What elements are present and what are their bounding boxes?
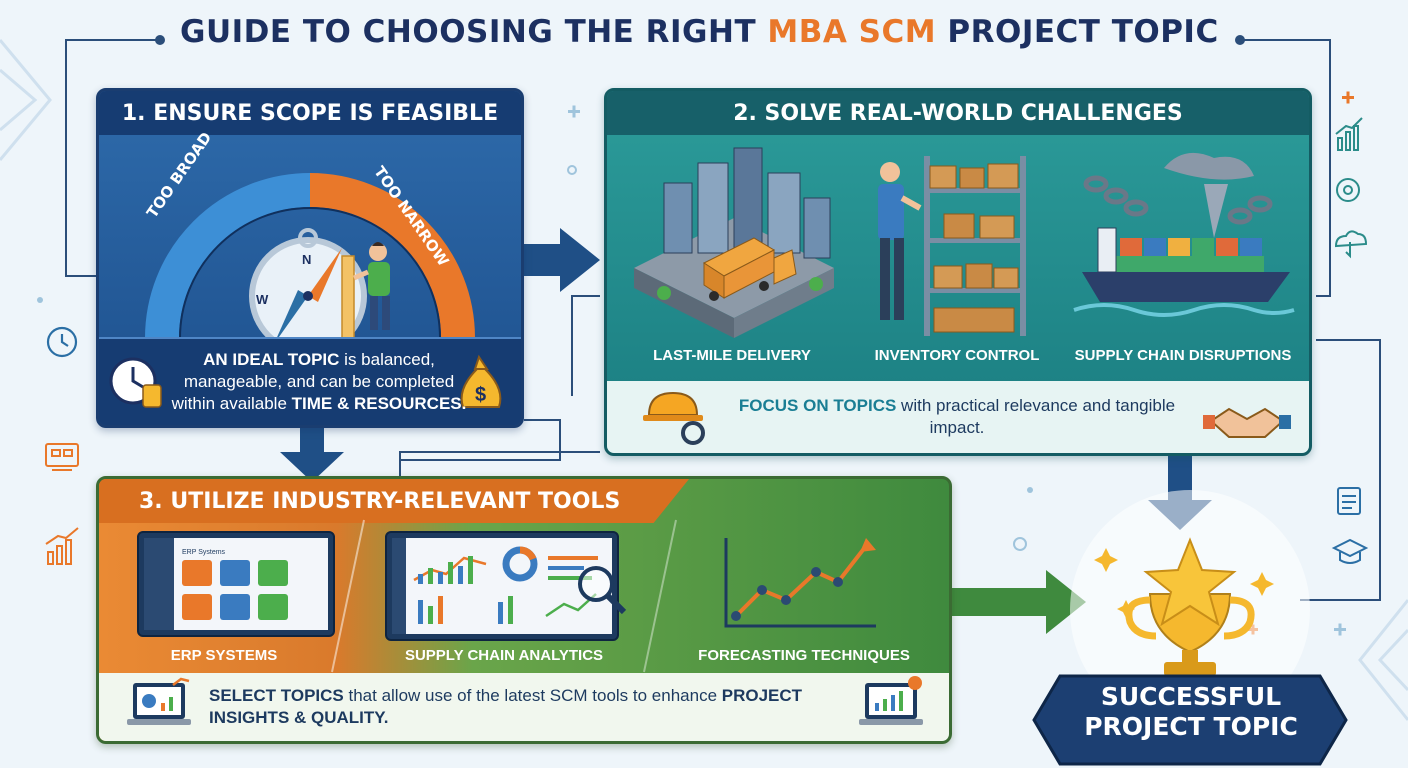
tool-label-analytics: SUPPLY CHAIN ANALYTICS bbox=[404, 647, 604, 664]
handshake-icon bbox=[1203, 407, 1291, 438]
desc-end: TIME & RESOURCES. bbox=[291, 394, 467, 413]
money-bag-icon: $ bbox=[460, 354, 502, 408]
decor-sparkles bbox=[37, 105, 1346, 636]
footer-icons bbox=[127, 676, 923, 725]
arrow-right-icon bbox=[952, 570, 1086, 634]
panel-scope: 1. ENSURE SCOPE IS FEASIBLE N W bbox=[96, 88, 524, 428]
tool-label-erp: ERP SYSTEMS bbox=[170, 647, 278, 664]
badge-line2: PROJECT TOPIC bbox=[1084, 712, 1298, 741]
desc-bold1: SELECT TOPICS bbox=[209, 686, 344, 705]
success-badge: SUCCESSFUL PROJECT TOPIC bbox=[1052, 682, 1330, 742]
hardhat-gear-icon bbox=[643, 391, 705, 445]
title-prefix: GUIDE TO CHOOSING THE RIGHT bbox=[180, 14, 768, 50]
gear-icon bbox=[1336, 178, 1360, 202]
desc-bold: FOCUS ON TOPICS bbox=[738, 396, 897, 415]
growth-chart-icon bbox=[1335, 117, 1363, 151]
panel-tools-heading: 3. UTILIZE INDUSTRY-RELEVANT TOOLS bbox=[99, 479, 689, 523]
arrow-down-icon bbox=[1148, 456, 1212, 530]
connector-dot bbox=[155, 35, 165, 45]
panel-scope-footer: $ AN IDEAL TOPIC is balanced, manageable… bbox=[99, 337, 521, 425]
gauge-arc-narrow bbox=[309, 173, 475, 339]
compass-w-label: W bbox=[256, 292, 269, 307]
badge-line1: SUCCESSFUL bbox=[1100, 682, 1282, 711]
panel-challenges-heading: 2. SOLVE REAL-WORLD CHALLENGES bbox=[607, 91, 1309, 135]
challenges-illustrations bbox=[634, 147, 1295, 338]
money-symbol: $ bbox=[475, 384, 486, 406]
panel-scope-description: AN IDEAL TOPIC is balanced, manageable, … bbox=[169, 349, 469, 415]
tools-illustrations: ERP Systems bbox=[137, 519, 876, 673]
panel-challenges: 2. SOLVE REAL-WORLD CHALLENGES bbox=[604, 88, 1312, 456]
arrow-right-icon bbox=[524, 228, 600, 292]
decor-chevrons bbox=[0, 39, 1408, 721]
disruption-ship-icon bbox=[1073, 152, 1295, 317]
panel-scope-heading: 1. ENSURE SCOPE IS FEASIBLE bbox=[99, 91, 521, 135]
footer-icons bbox=[643, 391, 1291, 445]
title-accent: MBA SCM bbox=[767, 14, 937, 50]
monitor-icon bbox=[45, 443, 79, 471]
panel-challenges-description: FOCUS ON TOPICS with practical relevance… bbox=[737, 395, 1177, 439]
stopwatch-icon bbox=[109, 357, 162, 408]
challenge-label-delivery: LAST-MILE DELIVERY bbox=[653, 347, 811, 364]
analytics-dashboard-icon bbox=[385, 531, 627, 641]
warehouse-shelf-icon bbox=[878, 156, 1026, 336]
bar-chart-icon bbox=[45, 527, 79, 565]
desc-bold: AN IDEAL TOPIC bbox=[203, 350, 340, 369]
tool-label-forecasting: FORECASTING TECHNIQUES bbox=[698, 647, 910, 664]
erp-screen-icon bbox=[137, 531, 335, 637]
document-icon bbox=[1337, 487, 1361, 515]
compass-n-label: N bbox=[302, 252, 311, 267]
panel-challenges-footer: FOCUS ON TOPICS with practical relevance… bbox=[607, 381, 1309, 453]
title-suffix: PROJECT TOPIC bbox=[936, 14, 1219, 50]
desc-rest: with practical relevance and tangible im… bbox=[896, 396, 1176, 437]
laptop-chart-icon bbox=[127, 677, 191, 725]
desc-mid: is balanced, manageable, and can be comp… bbox=[171, 350, 455, 413]
connector-dot bbox=[1235, 35, 1245, 45]
gauge-arc-broad bbox=[145, 173, 311, 339]
erp-screen-title: ERP Systems bbox=[182, 549, 226, 556]
cloud-download-icon bbox=[1334, 230, 1368, 259]
challenge-label-inventory: INVENTORY CONTROL bbox=[874, 347, 1040, 364]
person-measuring-icon bbox=[353, 242, 390, 330]
footer-icons: $ bbox=[109, 354, 502, 408]
arrow-down-icon bbox=[280, 428, 344, 482]
connector-lines bbox=[65, 39, 1381, 601]
delivery-city-icon bbox=[634, 147, 834, 338]
laptop-growth-icon bbox=[859, 676, 923, 725]
forecasting-chart-icon bbox=[724, 538, 876, 628]
challenge-label-disruptions: SUPPLY CHAIN DISRUPTIONS bbox=[1074, 347, 1292, 364]
clock-icon bbox=[46, 326, 78, 358]
panel-tools-footer: SELECT TOPICS that allow use of the late… bbox=[99, 673, 949, 741]
graduation-cap-icon bbox=[1331, 538, 1369, 564]
panel-tools: 3. UTILIZE INDUSTRY-RELEVANT TOOLS ERP S… bbox=[96, 476, 952, 744]
desc-mid: that allow use of the latest SCM tools t… bbox=[343, 686, 722, 705]
page-title: GUIDE TO CHOOSING THE RIGHT MBA SCM PROJ… bbox=[180, 14, 1240, 62]
panel-tools-description: SELECT TOPICS that allow use of the late… bbox=[209, 685, 849, 729]
desc-bold2: PROJECT INSIGHTS & QUALITY. bbox=[209, 686, 803, 727]
